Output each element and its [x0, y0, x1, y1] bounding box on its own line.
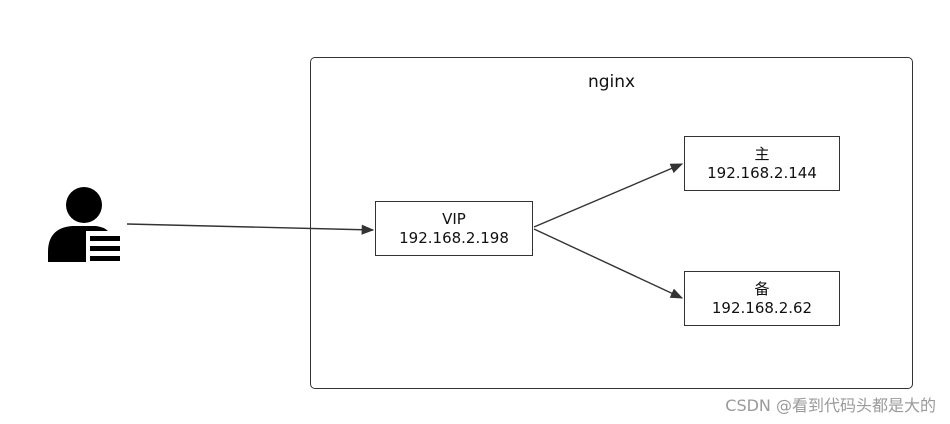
edge-vip-to-backup [533, 228, 684, 299]
backup-node-ip: 192.168.2.62 [711, 298, 813, 317]
nginx-group-container: nginx [310, 57, 913, 389]
vip-node: VIP 192.168.2.198 [375, 201, 533, 256]
backup-node-title: 备 [754, 279, 770, 298]
master-node: 主 192.168.2.144 [684, 136, 840, 191]
user-with-list-icon [48, 187, 120, 262]
nginx-group-title: nginx [587, 72, 636, 92]
csdn-watermark: CSDN @看到代码头都是大的 [725, 396, 936, 415]
master-node-ip: 192.168.2.144 [707, 163, 817, 182]
edge-user-to-vip [126, 223, 375, 235]
vip-node-ip: 192.168.2.198 [399, 228, 509, 247]
vip-node-title: VIP [442, 209, 466, 228]
edge-vip-to-master [533, 163, 684, 228]
master-node-title: 主 [754, 144, 770, 163]
backup-node: 备 192.168.2.62 [684, 271, 840, 326]
